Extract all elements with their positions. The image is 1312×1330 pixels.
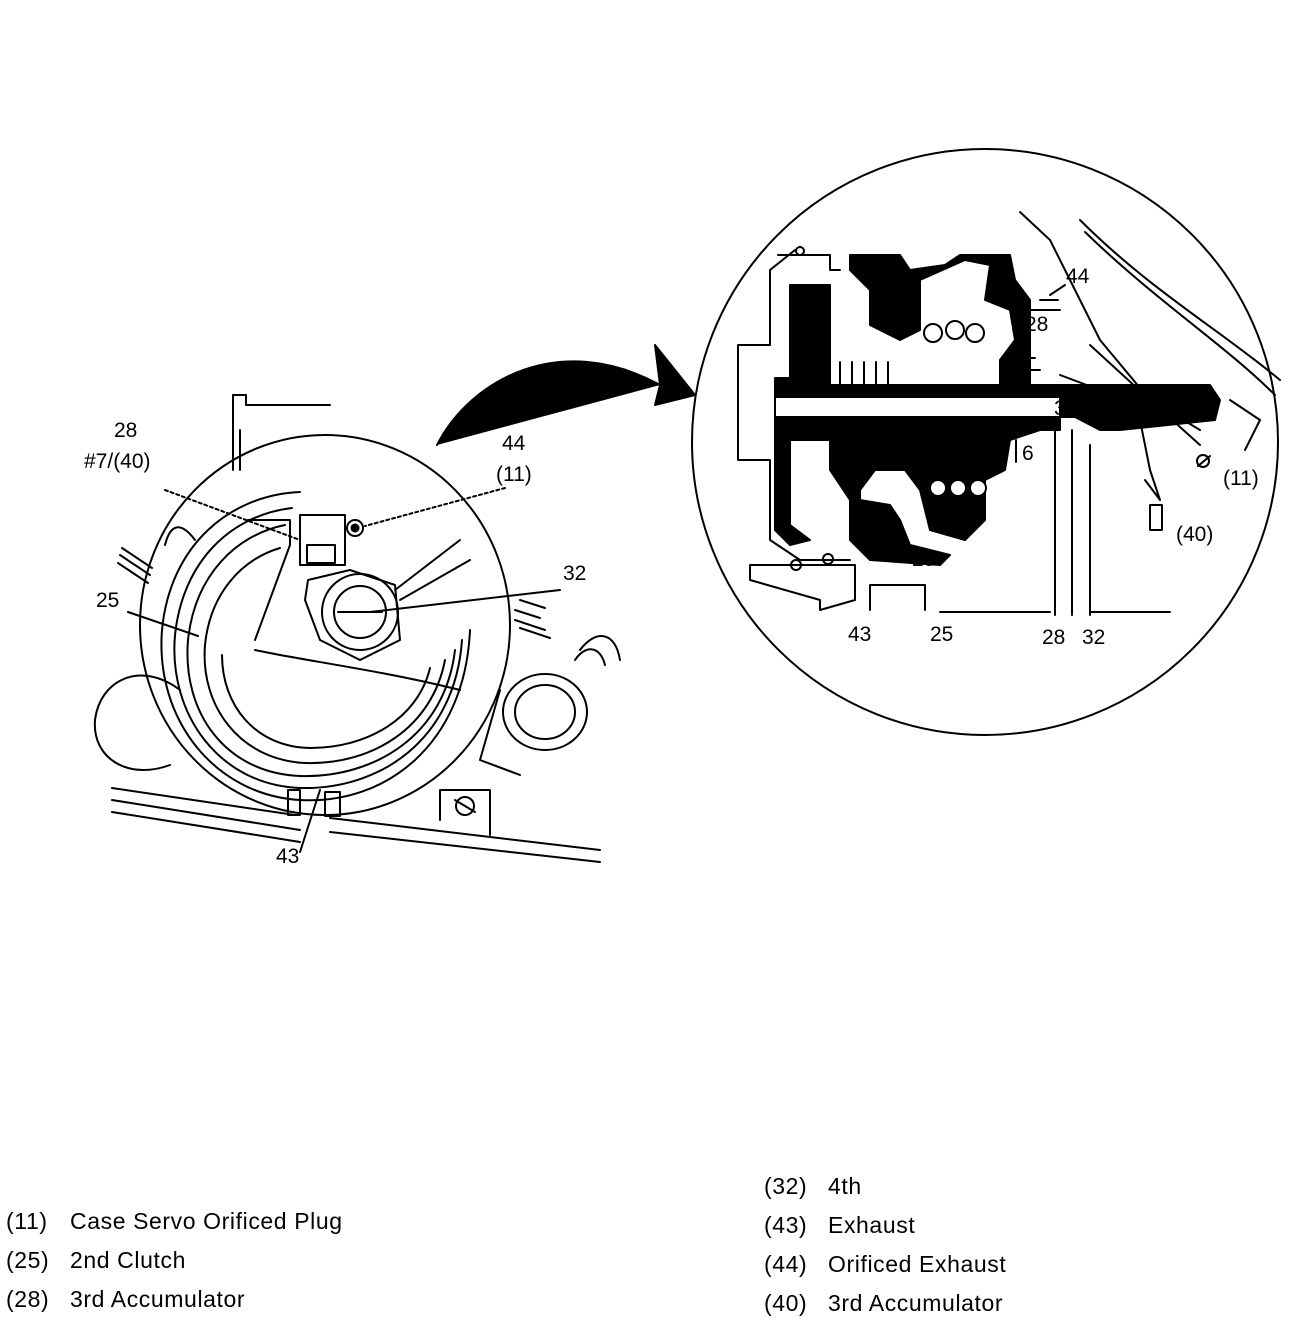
legend-label: 3rd Accumulator bbox=[828, 1290, 1004, 1316]
legend-right: (32) 4th (43) Exhaust (44) Orificed Exha… bbox=[764, 1167, 1006, 1323]
case-view-illustration bbox=[93, 394, 621, 863]
detail-callout-43: 43 bbox=[848, 623, 872, 646]
callout-11: (11) bbox=[496, 463, 532, 486]
detail-callout-44: 44 bbox=[1066, 265, 1090, 288]
detail-callout-6: 6 bbox=[1022, 442, 1034, 465]
legend-item: (43) Exhaust bbox=[764, 1206, 1006, 1245]
legend-item: (32) 4th bbox=[764, 1167, 1006, 1206]
detail-callout-28: 28 bbox=[1025, 313, 1049, 336]
legend-item: (11) Case Servo Orificed Plug bbox=[6, 1202, 343, 1241]
legend-code: (32) bbox=[764, 1173, 808, 1199]
detail-callout-11: (11) bbox=[1223, 467, 1259, 490]
legend-item: (28) 3rd Accumulator bbox=[6, 1280, 343, 1319]
legend-label: Exhaust bbox=[828, 1212, 916, 1238]
legend-item: (40) 3rd Accumulator bbox=[764, 1284, 1006, 1323]
legend-code: (44) bbox=[764, 1251, 808, 1277]
legend-label: Case Servo Orificed Plug bbox=[70, 1208, 343, 1234]
callout-28: 28 bbox=[114, 419, 138, 442]
legend-code: (11) bbox=[6, 1208, 48, 1234]
zoom-arrow bbox=[436, 344, 696, 446]
legend-item: (44) Orificed Exhaust bbox=[764, 1245, 1006, 1284]
detail-view-illustration bbox=[691, 148, 1281, 736]
legend-label: Orificed Exhaust bbox=[828, 1251, 1007, 1277]
legend-left: (11) Case Servo Orificed Plug (25) 2nd C… bbox=[6, 1202, 343, 1319]
legend-label: 3rd Accumulator bbox=[70, 1286, 246, 1312]
callout-44: 44 bbox=[502, 432, 526, 455]
callout-7-40: #7/(40) bbox=[84, 450, 151, 473]
detail-callout-25: 25 bbox=[930, 623, 954, 646]
callout-25: 25 bbox=[96, 589, 120, 612]
callout-43: 43 bbox=[276, 845, 300, 868]
detail-callout-32-right: 32 bbox=[1054, 397, 1078, 420]
legend-code: (25) bbox=[6, 1247, 50, 1273]
legend-label: 2nd Clutch bbox=[70, 1247, 186, 1273]
detail-callout-40: (40) bbox=[1176, 523, 1214, 546]
legend-code: (40) bbox=[764, 1290, 808, 1316]
legend-code: (28) bbox=[6, 1286, 50, 1312]
callout-32: 32 bbox=[563, 562, 587, 585]
legend-code: (43) bbox=[764, 1212, 808, 1238]
detail-callout-25-inner: 25 bbox=[912, 548, 936, 571]
detail-callout-28-bottom: 28 bbox=[1042, 626, 1066, 649]
legend-item: (25) 2nd Clutch bbox=[6, 1241, 343, 1280]
legend-label: 4th bbox=[828, 1173, 862, 1199]
detail-callout-32-bottom: 32 bbox=[1082, 626, 1106, 649]
detail-callout-32-left: 32 bbox=[812, 397, 836, 420]
